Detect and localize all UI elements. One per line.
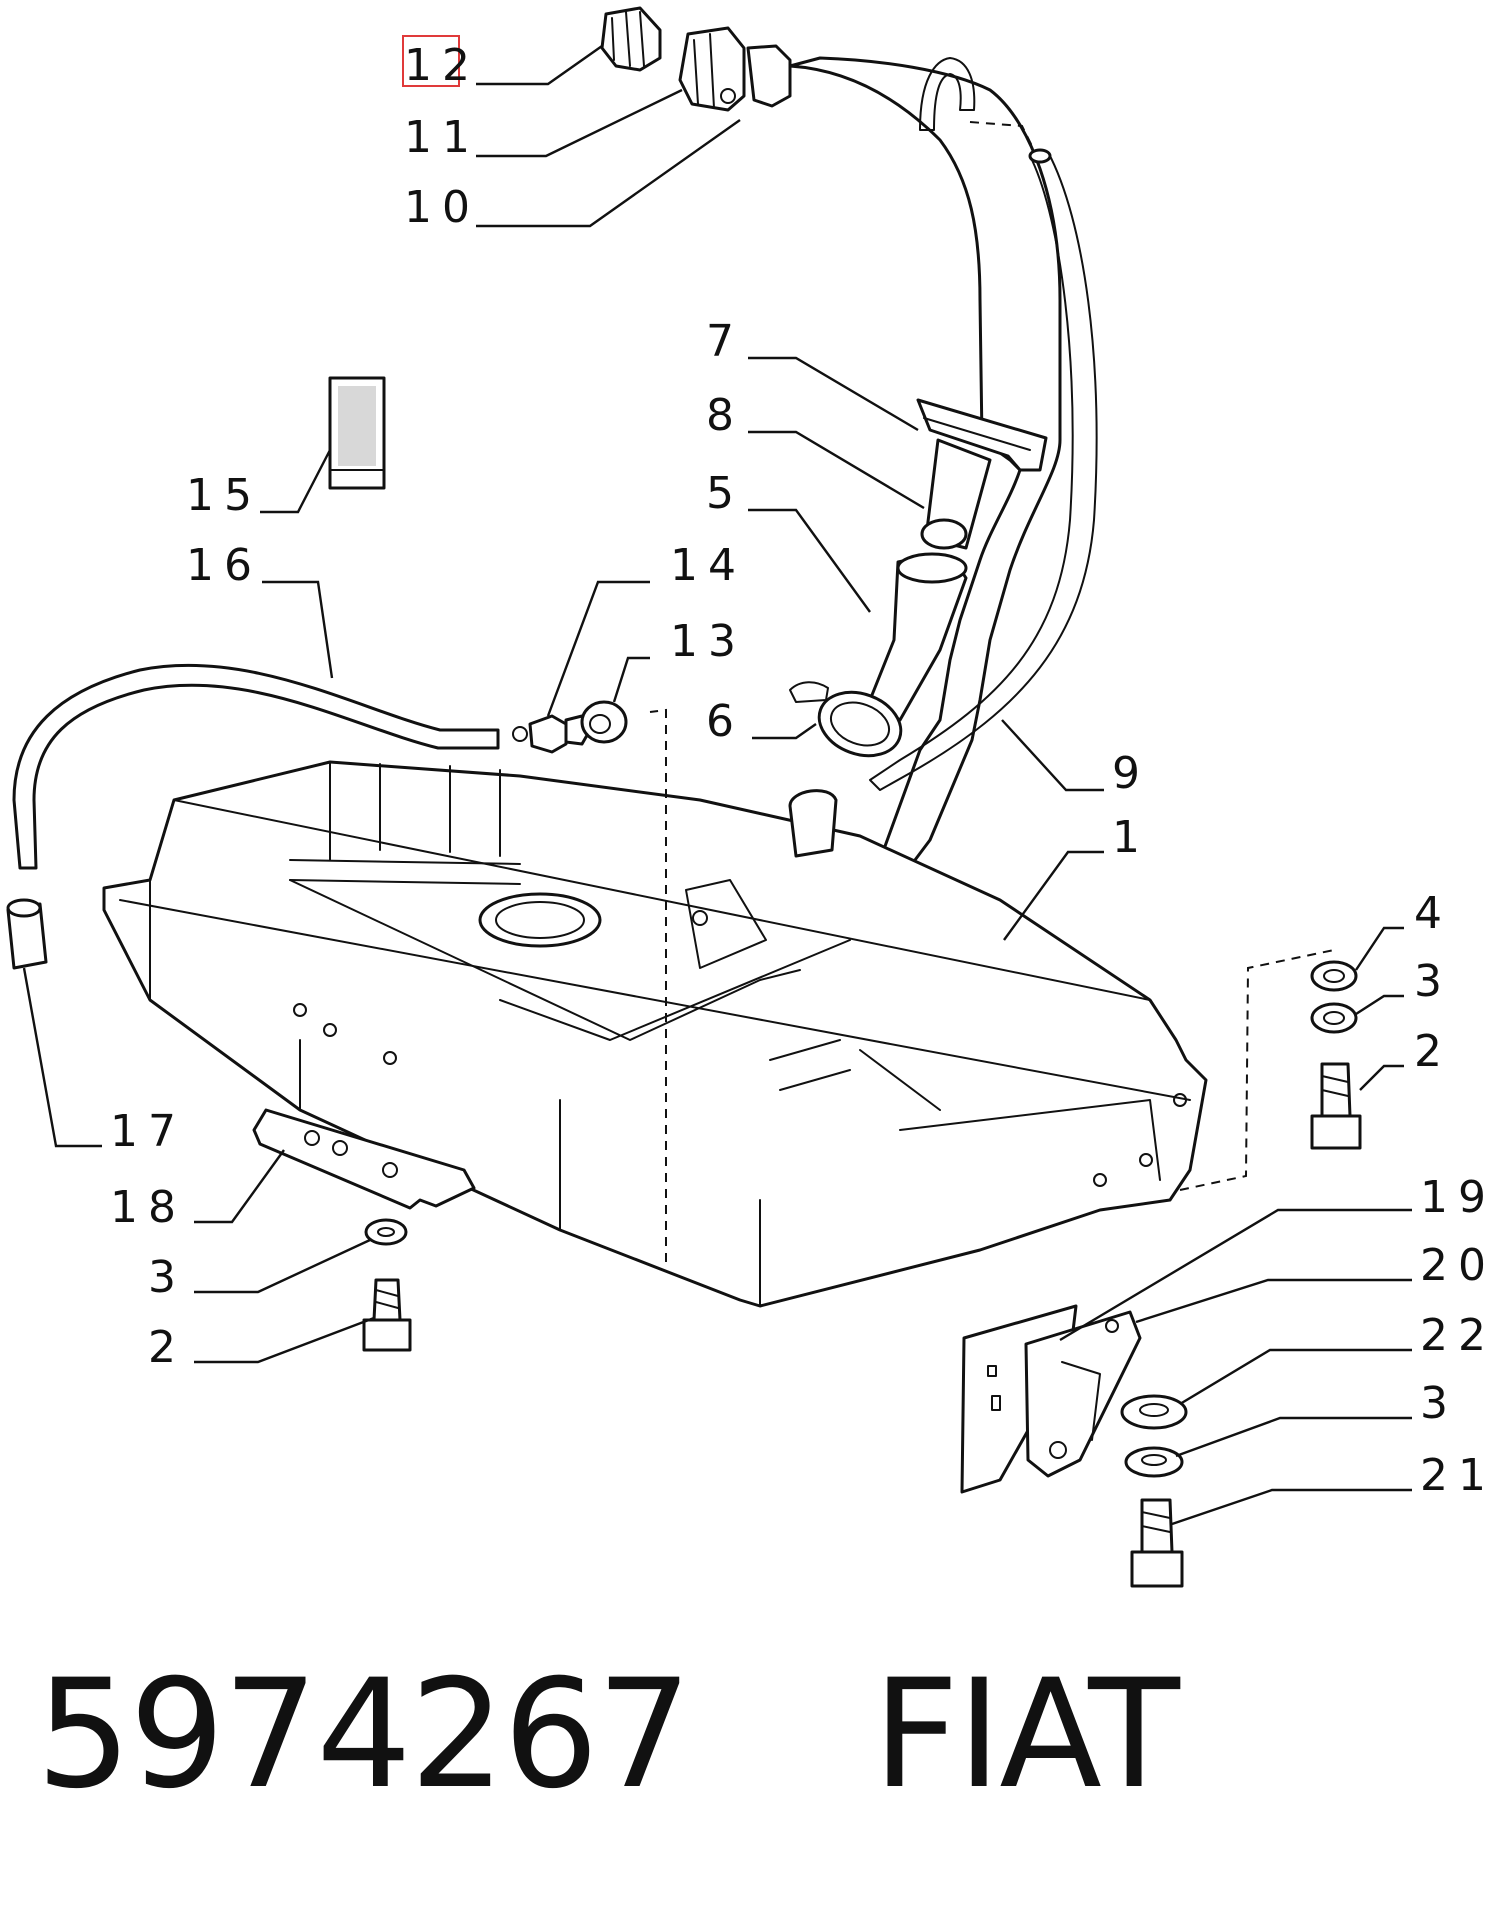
valve-part-14 [512, 714, 592, 754]
callout-12: 12 [404, 40, 480, 91]
callout-20: 20 [1420, 1240, 1496, 1291]
callout-2-left: 2 [148, 1322, 186, 1373]
callout-5: 5 [706, 468, 744, 519]
bolt-part-2-right [1310, 1062, 1362, 1150]
bracket-part-20 [1024, 1310, 1142, 1478]
highlight-box [402, 35, 460, 87]
callout-19: 19 [1420, 1172, 1496, 1223]
callout-14: 14 [670, 540, 746, 591]
grommet-part-13 [580, 700, 628, 744]
label-plate-part-15 [328, 376, 386, 490]
clamp-part-10 [720, 44, 792, 108]
callout-16: 16 [186, 540, 262, 591]
leader-lines [22, 45, 1412, 1526]
callout-2-right: 2 [1414, 1026, 1452, 1077]
callout-17: 17 [110, 1106, 186, 1157]
washer-part-22 [1120, 1394, 1188, 1430]
fuel-tank-part-1 [102, 708, 1335, 1308]
cap-part-17 [6, 898, 48, 970]
support-plate-part-18 [252, 1108, 476, 1210]
filler-hose-part-9 [788, 56, 1062, 882]
brand-name: FIAT [872, 1648, 1180, 1822]
spring-washer-part-3-bottom [1124, 1446, 1184, 1478]
washer-part-3-left [364, 1218, 408, 1246]
callout-3-left: 3 [148, 1252, 186, 1303]
callout-3-top: 3 [1414, 956, 1452, 1007]
callouts: 12 11 10 7 8 5 15 16 14 13 6 9 1 4 3 2 1… [110, 40, 1496, 1501]
sleeve-part-8 [920, 438, 992, 550]
callout-1: 1 [1112, 812, 1150, 863]
callout-4: 4 [1414, 888, 1452, 939]
callout-11: 11 [404, 112, 480, 163]
part-number-footer: 5974267 FIAT [36, 1660, 1180, 1810]
hose-clamp-part-6 [789, 681, 903, 758]
callout-18: 18 [110, 1182, 186, 1233]
breather-tube [869, 148, 1098, 791]
callout-8: 8 [706, 390, 744, 441]
bolt-part-2-left [362, 1278, 412, 1352]
vent-hose-part-16 [12, 663, 500, 870]
part-number: 5974267 [36, 1648, 692, 1822]
callout-9: 9 [1112, 748, 1150, 799]
washer-part-4 [1310, 960, 1358, 992]
filler-cap-part-12 [600, 6, 662, 72]
callout-3-bottom: 3 [1420, 1378, 1458, 1429]
callout-15: 15 [186, 470, 262, 521]
callout-6: 6 [706, 696, 744, 747]
bracket-part-7 [916, 398, 1048, 472]
callout-21: 21 [1420, 1450, 1496, 1501]
callout-13: 13 [670, 616, 746, 667]
callout-7: 7 [706, 316, 744, 367]
spring-washer-part-3-top [1310, 1002, 1358, 1034]
callout-22: 22 [1420, 1310, 1496, 1361]
bolt-part-21 [1130, 1498, 1184, 1588]
neck-pipe-part-5 [868, 552, 968, 722]
callout-10: 10 [404, 182, 480, 233]
hook-clip [919, 57, 1035, 151]
